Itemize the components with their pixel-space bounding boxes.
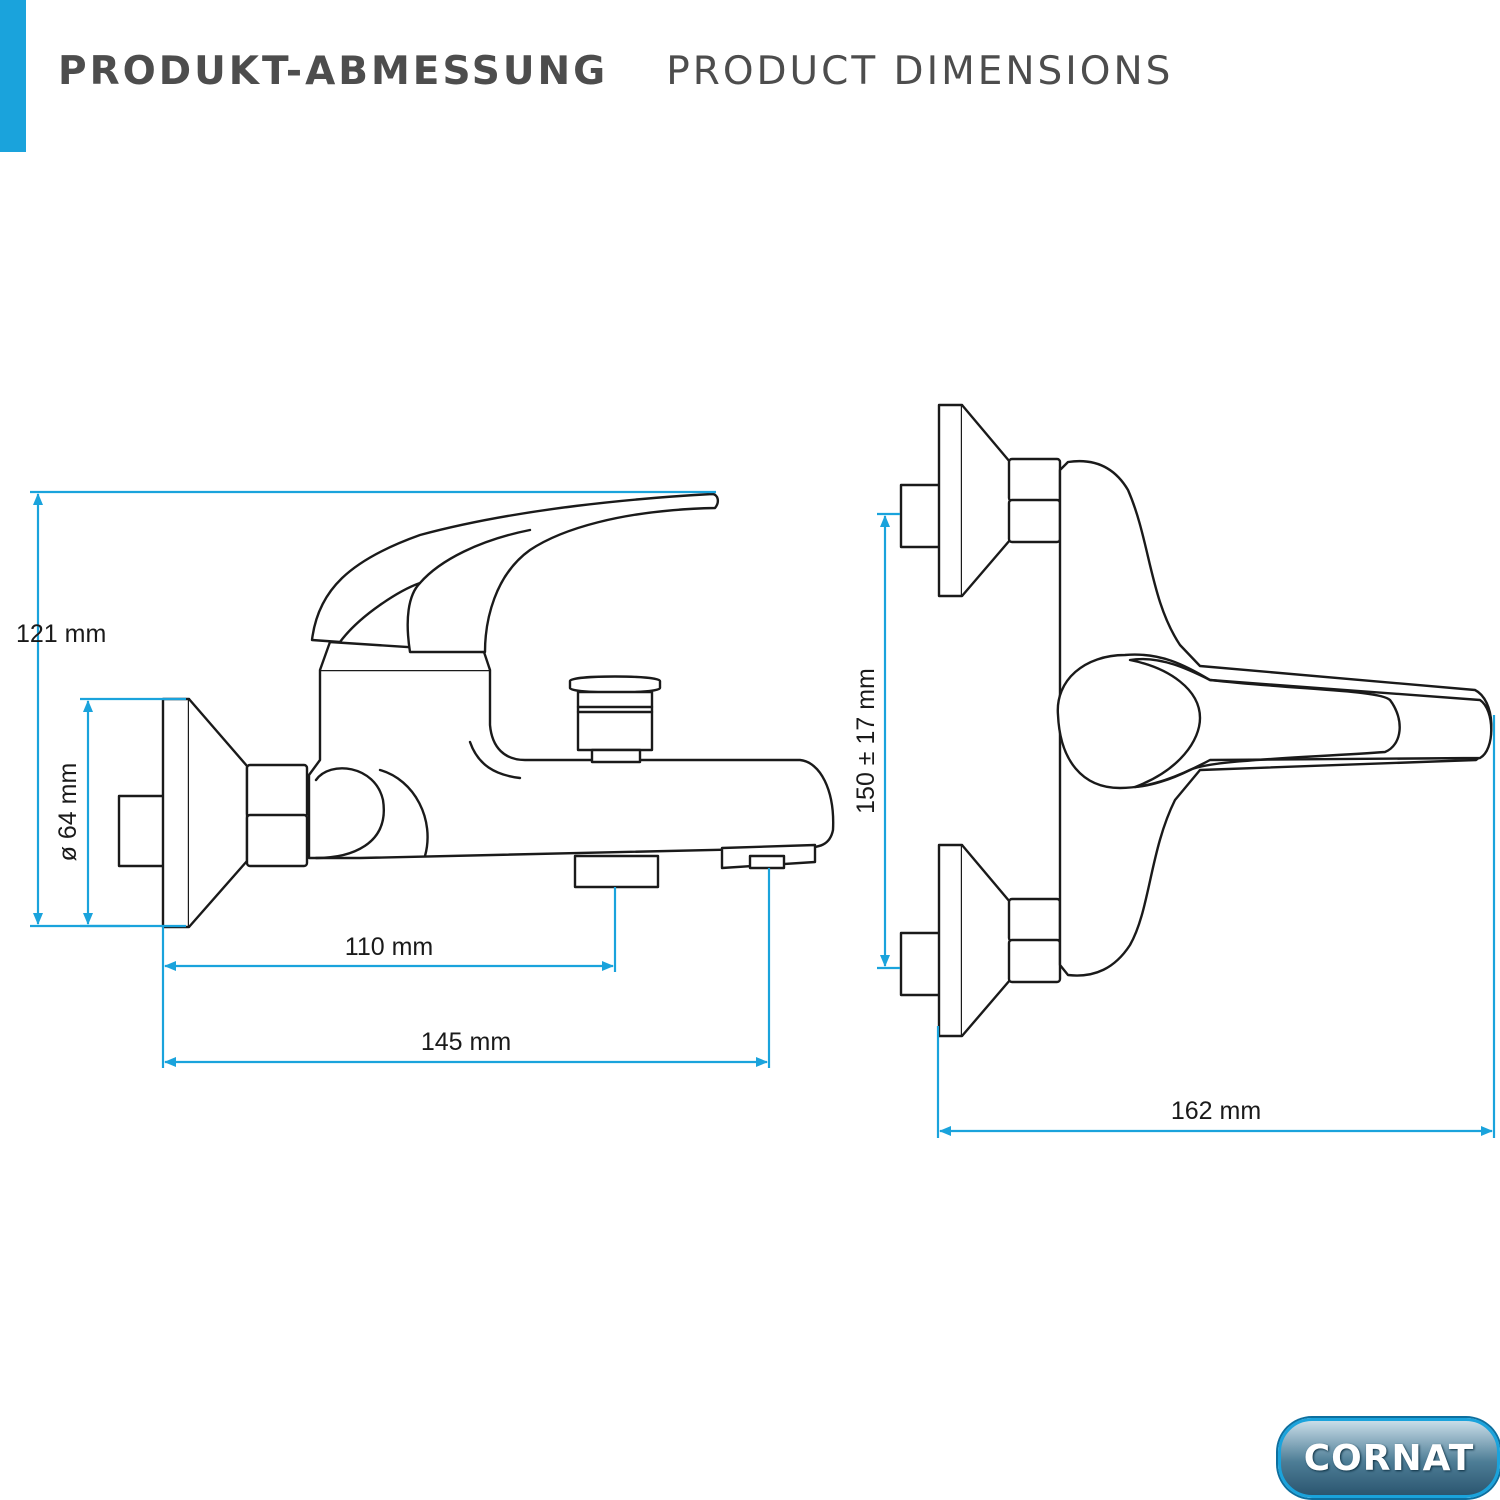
lever-base (318, 640, 492, 671)
lower-hex-nut (1007, 897, 1062, 943)
wall-pipe-stub (117, 794, 167, 868)
hex-nut-lower (245, 813, 309, 868)
dimension-centers (877, 512, 900, 970)
label-width: 162 mm (1171, 1097, 1261, 1125)
side-view-faucet (117, 492, 835, 929)
label-spout-outlet: 110 mm (345, 933, 433, 961)
page-header: PRODUKT-ABMESSUNG PRODUCT DIMENSIONS (58, 46, 1173, 96)
upper-flange (937, 403, 964, 598)
diverter-body (576, 690, 654, 752)
lever-handle (310, 492, 720, 654)
lower-pipe-stub (899, 931, 943, 997)
page-title-english: PRODUCT DIMENSIONS (666, 48, 1174, 94)
dimension-diameter (80, 697, 186, 928)
label-centers: 150 ± 17 mm (852, 668, 880, 814)
dimension-width (936, 715, 1496, 1138)
hex-nut-upper (245, 763, 309, 819)
diverter-cap (568, 675, 662, 694)
wall-flange (161, 697, 191, 929)
diverter-stem (590, 748, 642, 764)
flange-cone (188, 698, 249, 928)
front-lever (1056, 653, 1493, 790)
shower-outlet (573, 854, 660, 889)
lower-flange (937, 843, 964, 1038)
accent-bar (0, 0, 26, 152)
label-height: 121 mm (16, 620, 106, 648)
upper-pipe-stub (899, 483, 943, 549)
dimension-depth (164, 868, 771, 1068)
upper-hex-nut (1007, 457, 1062, 503)
brand-logo-text: CORNAT (1303, 1437, 1475, 1479)
brand-logo: CORNAT (1278, 1418, 1500, 1498)
page-title-german: PRODUKT-ABMESSUNG (58, 48, 609, 94)
label-depth: 145 mm (421, 1028, 511, 1056)
front-view-faucet (899, 403, 1493, 1038)
label-diameter: ø 64 mm (54, 763, 82, 862)
mixer-body (307, 668, 835, 860)
dimension-spout-outlet (161, 887, 617, 1068)
